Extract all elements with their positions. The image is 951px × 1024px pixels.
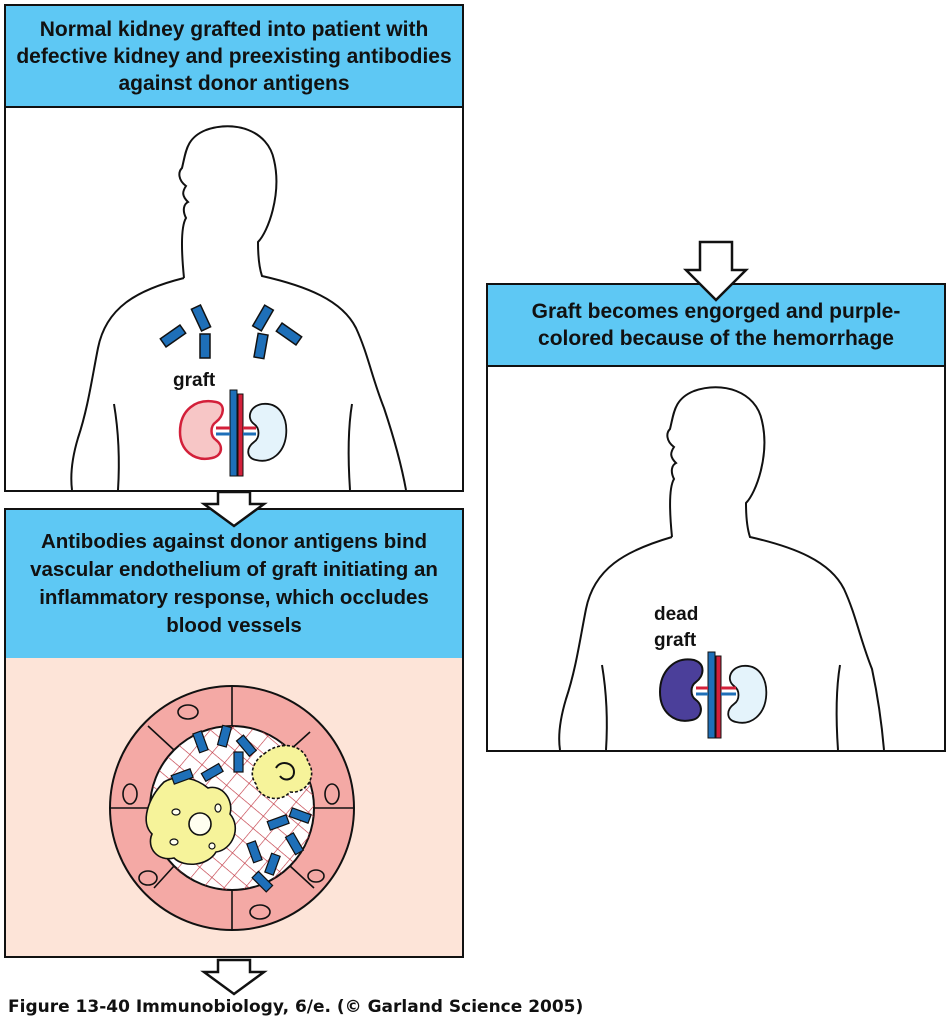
antibody-icon [159, 304, 212, 359]
grafted-kidney-icon [178, 399, 224, 461]
figure-caption: Figure 13-40 Immunobiology, 6/e. (© Garl… [8, 997, 584, 1017]
host-kidney-icon [247, 403, 288, 462]
arrow-down-icon [200, 490, 268, 528]
host-kidney-icon [727, 665, 768, 724]
body-silhouette-1 [70, 125, 407, 491]
panel-1-text: Normal kidney grafted into patient with … [16, 17, 452, 95]
panel-1-header: Normal kidney grafted into patient with … [4, 4, 464, 108]
panel-2-text: Antibodies against donor antigens bind v… [30, 530, 438, 637]
arrow-down-icon [682, 240, 750, 302]
leukocyte-icon [251, 744, 313, 800]
vessel-cross-section [109, 685, 355, 931]
panel-3-text: Graft becomes engorged and purple-colore… [531, 300, 901, 350]
antibody-icon [251, 304, 303, 360]
panel-3-body [486, 365, 946, 752]
graft-label: graft [173, 370, 216, 391]
dead-graft-kidney-icon [658, 658, 704, 722]
dead-graft-label-line1: dead [654, 604, 699, 625]
panel-2-header: Antibodies against donor antigens bind v… [4, 508, 464, 660]
kidneys-group [178, 389, 288, 477]
dead-graft-label-line2: graft [654, 630, 697, 651]
arrow-down-icon [200, 958, 268, 996]
kidneys-group-2 [658, 651, 768, 739]
antibodies-group [159, 304, 303, 360]
body-silhouette-2 [558, 386, 885, 751]
